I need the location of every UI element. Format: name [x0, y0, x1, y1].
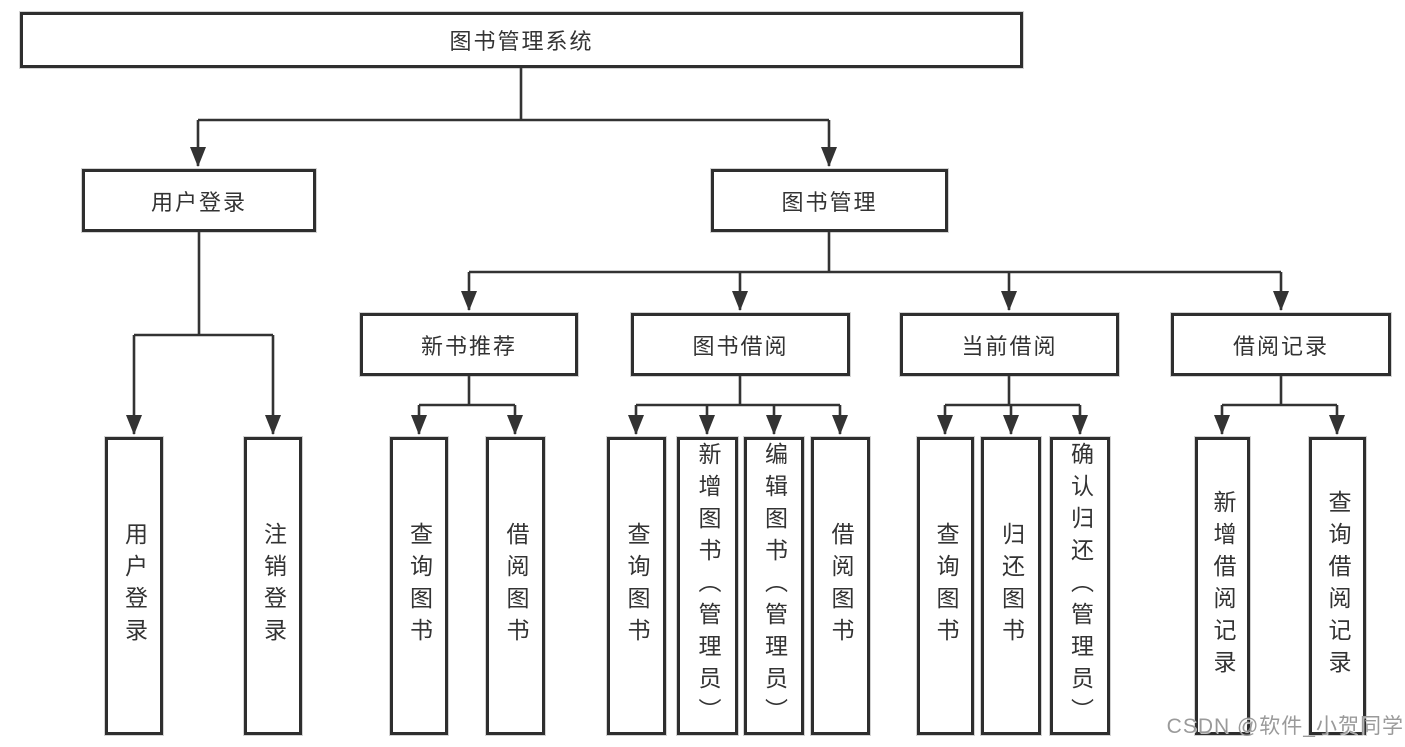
leaf-confirm-return-admin: 确认归还（管理员） — [1050, 437, 1110, 735]
node-book-borrow: 图书借阅 — [631, 313, 850, 376]
leaf-edit-book-admin: 编辑图书（管理员） — [744, 437, 804, 735]
leaf-logout-label: 注销登录 — [260, 522, 287, 650]
leaf-add-book-admin: 新增图书（管理员） — [677, 437, 738, 735]
node-borrow-record: 借阅记录 — [1171, 313, 1391, 376]
leaf-return-book-label: 归还图书 — [998, 522, 1025, 650]
leaf-query-book-borrow: 查询图书 — [607, 437, 666, 735]
leaf-borrow-book-rec: 借阅图书 — [486, 437, 545, 735]
node-current-borrow: 当前借阅 — [900, 313, 1119, 376]
leaf-query-book-rec-label: 查询图书 — [406, 522, 433, 650]
node-book-mgmt-group: 图书管理 — [711, 169, 948, 232]
leaf-user-login: 用户登录 — [105, 437, 163, 735]
leaf-confirm-return-admin-label: 确认归还（管理员） — [1067, 442, 1094, 730]
leaf-add-borrow-record: 新增借阅记录 — [1195, 437, 1250, 735]
leaf-query-borrow-record: 查询借阅记录 — [1309, 437, 1366, 735]
connector-new-book-rec — [411, 376, 523, 435]
leaf-borrow-book-borrow-label: 借阅图书 — [828, 522, 854, 650]
leaf-borrow-book-borrow: 借阅图书 — [811, 437, 870, 735]
connector-borrow-record — [1214, 376, 1345, 435]
node-current-borrow-label: 当前借阅 — [961, 333, 1058, 359]
leaf-query-book-current-label: 查询图书 — [933, 522, 959, 650]
connector-user-login-group — [126, 232, 281, 435]
node-book-mgmt-group-label: 图书管理 — [781, 189, 878, 215]
leaf-add-book-admin-label: 新增图书（管理员） — [695, 442, 721, 730]
leaf-logout: 注销登录 — [244, 437, 302, 735]
csdn-watermark: CSDN @软件_小贺同学 — [1166, 715, 1404, 738]
connector-book-borrow — [628, 376, 848, 435]
leaf-user-login-label: 用户登录 — [121, 522, 148, 650]
leaf-query-book-borrow-label: 查询图书 — [624, 522, 650, 650]
leaf-add-borrow-record-label: 新增借阅记录 — [1210, 490, 1236, 682]
connector-book-mgmt-group — [461, 232, 1289, 311]
leaf-query-borrow-record-label: 查询借阅记录 — [1325, 490, 1351, 682]
connector-current-borrow — [937, 376, 1088, 435]
leaf-edit-book-admin-label: 编辑图书（管理员） — [761, 442, 788, 730]
node-new-book-rec: 新书推荐 — [360, 313, 578, 376]
node-root-system-label: 图书管理系统 — [449, 29, 594, 54]
node-book-borrow-label: 图书借阅 — [692, 333, 789, 359]
leaf-return-book: 归还图书 — [981, 437, 1041, 735]
connector-root-to-level2 — [190, 68, 837, 167]
node-root-system: 图书管理系统 — [20, 12, 1023, 68]
node-new-book-rec-label: 新书推荐 — [420, 333, 517, 359]
leaf-query-book-rec: 查询图书 — [390, 437, 448, 735]
leaf-query-book-current: 查询图书 — [917, 437, 974, 735]
node-borrow-record-label: 借阅记录 — [1232, 333, 1329, 359]
leaf-borrow-book-rec-label: 借阅图书 — [503, 522, 529, 650]
node-user-login-group-label: 用户登录 — [150, 189, 247, 215]
node-user-login-group: 用户登录 — [82, 169, 316, 232]
